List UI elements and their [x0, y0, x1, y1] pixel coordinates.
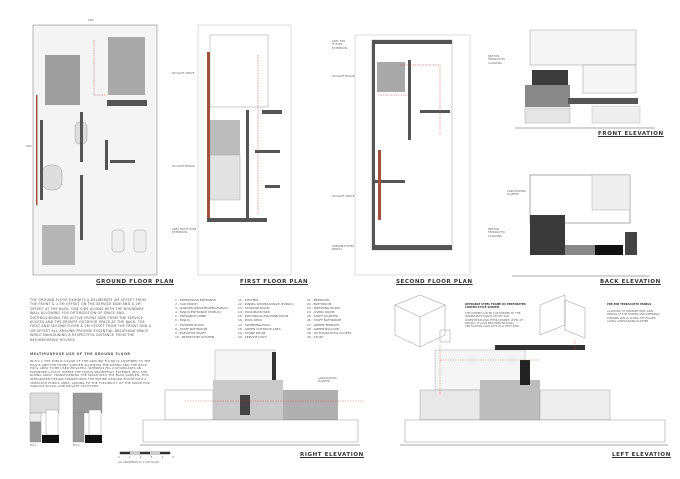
ground-floor-description: THE GROUND FLOOR EXHIBITS A DELIBERATE 4…: [30, 298, 152, 342]
swimming-pool: [45, 55, 80, 105]
first-floor-plan-title: FIRST FLOOR PLAN: [240, 279, 309, 285]
fig-2-label: FIG.2: [73, 444, 80, 447]
multipurpose-title: MULTIPURPOSE USE OF THE GROUND FLOOR: [30, 352, 131, 356]
skylight-above-note-2: SKYLIGHT ABOVE: [332, 195, 355, 198]
garden: [42, 225, 75, 265]
screen-axonometric: [394, 294, 451, 395]
second-floor-plan: [354, 34, 471, 276]
back-elevation-title: BACK ELEVATION: [600, 279, 661, 285]
second-floor-plan-title: SECOND FLOOR PLAN: [396, 279, 473, 285]
panel-detail-title: PRE-FAB TERRACOTTA PANELS: [607, 303, 652, 306]
right-elevation-title: RIGHT ELEVATION: [300, 452, 364, 458]
skylight-above-note: SKYLIGHT ABOVE: [172, 72, 195, 75]
right-elevation-drawing: [140, 349, 365, 446]
landscaping-note-2: LANDSCAPING PLANTER: [318, 377, 337, 384]
panel-detail-text: CLADDING TO MINIMIZE HEAT GAIN. PANELS O…: [607, 310, 660, 323]
future-extension-note: AREA FOR FUTURE EXTENSION: [172, 228, 197, 235]
multipurpose-description: IN FIG.1 THE PUBLIC USAGE OF THE GROUND …: [30, 359, 151, 389]
fig-1-diagram: [29, 392, 60, 443]
scale-label: ALL DRAWINGS AT 1:100 SCALE: [118, 461, 160, 464]
fig-1-label: FIG.1: [30, 444, 37, 447]
left-elevation-drawing: [400, 345, 668, 446]
front-elevation-drawing: [515, 29, 655, 129]
fig-2-diagram: [72, 392, 103, 443]
car-icon: [111, 229, 125, 253]
future-extension-note-2: AREA FOR FUTURE EXTENSION: [332, 40, 347, 50]
pool-deck: [108, 37, 145, 95]
landscaping-note: LANDSCAPING PLANTER: [507, 190, 526, 197]
screen-detail-text: THE SCREEN CAN BE CUSTOMIZED BY THE INHA…: [465, 312, 524, 329]
car-icon: [133, 229, 147, 253]
front-elevation-title: FRONT ELEVATION: [598, 131, 664, 137]
ground-floor-plan-title: GROUND FLOOR PLAN: [96, 279, 175, 285]
skylight-below-note: SKYLIGHT BELOW: [172, 165, 195, 168]
first-floor-plan: [197, 24, 292, 276]
terracotta-note: PRE-FAB TERRACOTTA CLADDING: [488, 55, 505, 65]
screen-detail-title: OPERABLE STEEL FRAME W/ PERFORATED CORTE…: [465, 303, 526, 310]
back-elevation-drawing: [512, 174, 650, 277]
panel-axonometric: [539, 294, 586, 350]
length-dimension: 30m: [26, 145, 32, 148]
operable-panels-note: OPERABLE STEEL PANELS: [332, 245, 355, 252]
left-elevation-title: LEFT ELEVATION: [612, 452, 671, 458]
skylight-below-note-2: SKYLIGHT BELOW: [332, 75, 355, 78]
width-dimension: 15m: [88, 19, 94, 22]
scale-bar: [119, 451, 171, 455]
terracotta-note-2: PRE-FAB TERRACOTTA CLADDING: [488, 228, 505, 238]
ground-floor-plan: [32, 24, 158, 276]
